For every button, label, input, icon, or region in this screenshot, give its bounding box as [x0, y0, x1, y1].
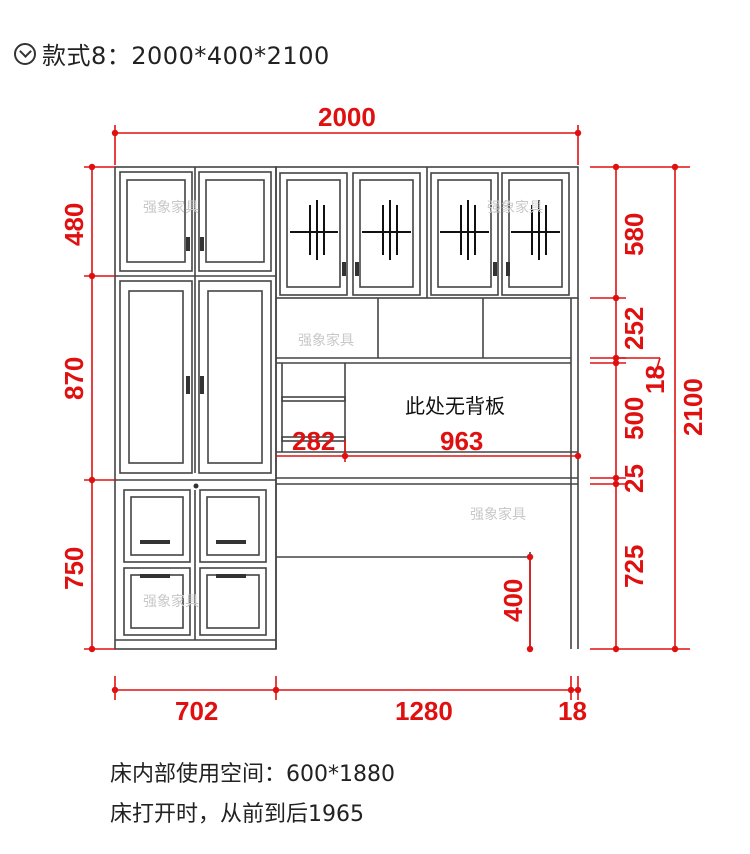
chevron-down-circle-icon	[14, 42, 36, 65]
dim-bottom-left: 702	[175, 696, 218, 726]
dim-shelf-width: 282	[292, 426, 335, 456]
dim-bottom-mid: 1280	[395, 696, 453, 726]
watermark: 强象家具	[143, 593, 199, 610]
dim-right-bed: 725	[619, 545, 649, 588]
glass-door-pattern	[290, 200, 560, 260]
dim-total-width: 2000	[318, 102, 376, 132]
cabinet-outline	[114, 166, 579, 650]
watermark: 强象家具	[470, 506, 526, 523]
dim-bottom-right: 18	[558, 696, 587, 726]
dim-left-bottom: 750	[59, 547, 89, 590]
watermark: 强象家具	[298, 332, 354, 349]
dim-right-glass: 580	[619, 213, 649, 256]
header: 款式8：2000*400*2100	[14, 36, 330, 71]
dim-left-top: 480	[59, 203, 89, 246]
watermark: 强象家具	[143, 199, 199, 216]
dim-right-desk: 500	[619, 397, 649, 440]
door-handles	[140, 237, 510, 578]
dim-desk-support: 400	[498, 579, 528, 622]
dim-left-mid: 870	[59, 357, 89, 400]
dim-desk-width: 963	[440, 426, 483, 456]
note-bed-open: 床打开时，从前到后1965	[110, 802, 364, 827]
dim-total-height: 2100	[678, 378, 708, 436]
no-backboard-label: 此处无背板	[405, 394, 505, 418]
dim-right-board: 18	[640, 365, 670, 394]
note-bed-space: 床内部使用空间：600*1880	[110, 762, 395, 787]
dim-right-shelf: 252	[619, 307, 649, 350]
dim-right-top-board: 25	[619, 464, 649, 493]
watermark: 强象家具	[487, 199, 543, 216]
dimension-lines	[84, 125, 690, 700]
page-title: 款式8：2000*400*2100	[42, 42, 330, 70]
